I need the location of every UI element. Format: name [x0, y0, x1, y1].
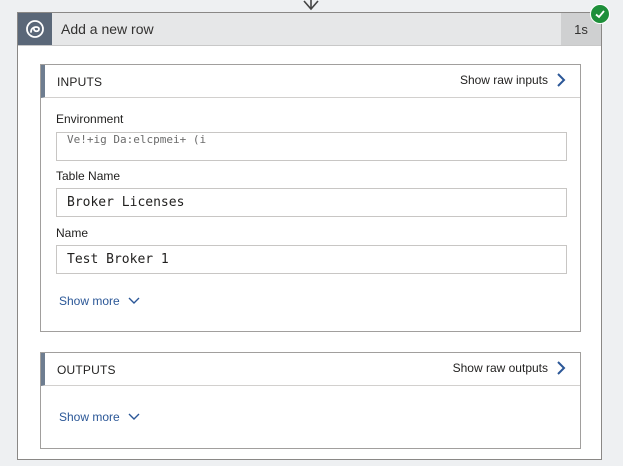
- environment-value: Ve!+ig Da:elcpmei+ (i: [67, 133, 207, 146]
- chevron-down-icon: [128, 297, 140, 304]
- chevron-right-icon: [557, 73, 566, 87]
- card-title: Add a new row: [61, 21, 154, 37]
- name-label: Name: [56, 226, 89, 240]
- environment-label: Environment: [56, 112, 124, 126]
- show-raw-inputs-link[interactable]: Show raw inputs: [460, 73, 566, 87]
- table-name-label: Table Name: [56, 169, 121, 183]
- outputs-header: OUTPUTS Show raw outputs: [41, 353, 580, 386]
- name-field[interactable]: Test Broker 1: [56, 245, 567, 274]
- outputs-show-more[interactable]: Show more: [59, 410, 140, 424]
- outputs-section: OUTPUTS Show raw outputs Show more: [40, 352, 581, 449]
- card-header[interactable]: Add a new row 1s: [18, 13, 601, 46]
- show-raw-outputs-label: Show raw outputs: [452, 361, 548, 375]
- inputs-section: INPUTS Show raw inputs Environment Ve!+i…: [40, 64, 581, 332]
- outputs-show-more-label: Show more: [59, 410, 120, 424]
- success-check-icon: [590, 4, 610, 24]
- chevron-right-icon: [557, 361, 566, 375]
- inputs-show-more[interactable]: Show more: [59, 294, 140, 308]
- show-raw-outputs-link[interactable]: Show raw outputs: [453, 361, 566, 375]
- show-raw-inputs-label: Show raw inputs: [459, 73, 548, 87]
- environment-field[interactable]: Ve!+ig Da:elcpmei+ (i: [56, 132, 567, 161]
- inputs-header: INPUTS Show raw inputs: [41, 65, 580, 98]
- table-name-field[interactable]: Broker Licenses: [56, 188, 567, 217]
- dataverse-icon: [18, 13, 52, 45]
- connector-arrow-icon: [303, 0, 319, 11]
- outputs-title: OUTPUTS: [57, 363, 116, 377]
- inputs-title: INPUTS: [57, 75, 103, 89]
- inputs-show-more-label: Show more: [59, 294, 120, 308]
- action-card: Add a new row 1s INPUTS Show raw inputs …: [17, 12, 602, 460]
- chevron-down-icon: [128, 413, 140, 420]
